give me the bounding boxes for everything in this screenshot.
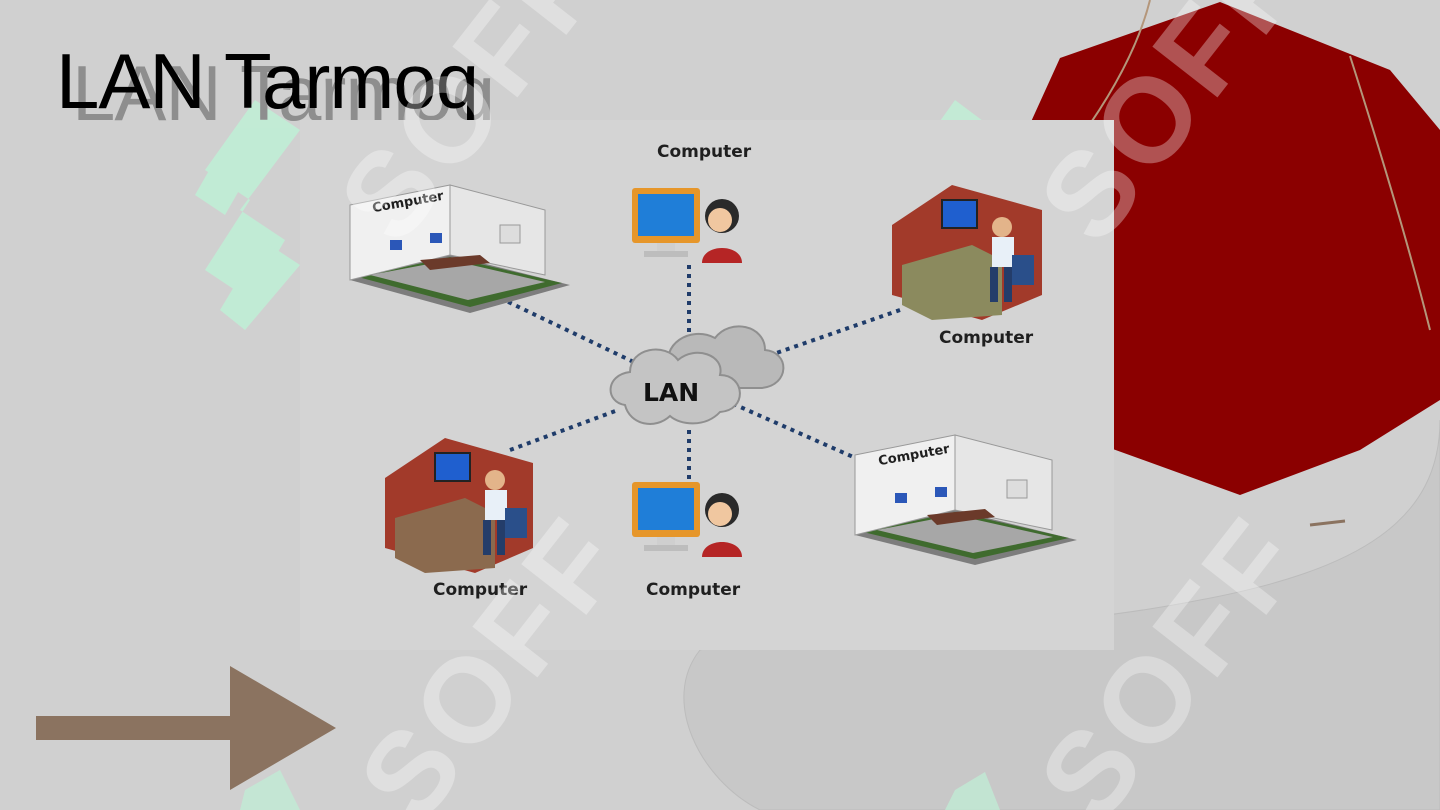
link-top-left xyxy=(499,296,641,367)
slide-title-text: LAN Tarmoq xyxy=(56,37,479,125)
cubicle-worker-icon-top-right xyxy=(892,185,1042,320)
red-shape-edge-line xyxy=(1349,55,1431,331)
link-bottom-right xyxy=(719,396,861,462)
node-label-top-center: Computer xyxy=(657,142,752,162)
link-top-right xyxy=(761,308,901,360)
lan-hub-label: LAN xyxy=(643,378,700,407)
lan-cloud-icon xyxy=(609,325,785,425)
node-label-bottom-left: Computer xyxy=(433,580,528,600)
lan-diagram: LAN Computer Computer Computer Computer … xyxy=(300,120,1114,650)
watermark-logo-left xyxy=(195,100,300,330)
arrow-right-icon xyxy=(36,666,336,790)
link-bottom-left xyxy=(509,408,619,452)
office-room-icon-bottom-right xyxy=(854,434,1077,565)
user-computer-icon-bottom xyxy=(632,482,742,557)
node-label-top-right: Computer xyxy=(939,328,1034,348)
red-shape-edge-line xyxy=(1089,0,1151,125)
red-accent-shape xyxy=(1030,2,1440,495)
node-label-bottom-center: Computer xyxy=(646,580,741,600)
watermark-logo-bottom xyxy=(240,770,1000,810)
small-dash xyxy=(1309,519,1346,527)
lan-diagram-graphics xyxy=(349,184,1077,573)
office-room-icon-top-left xyxy=(349,184,570,313)
cubicle-worker-icon-bottom-left xyxy=(385,438,533,573)
user-computer-icon-top xyxy=(632,188,742,263)
